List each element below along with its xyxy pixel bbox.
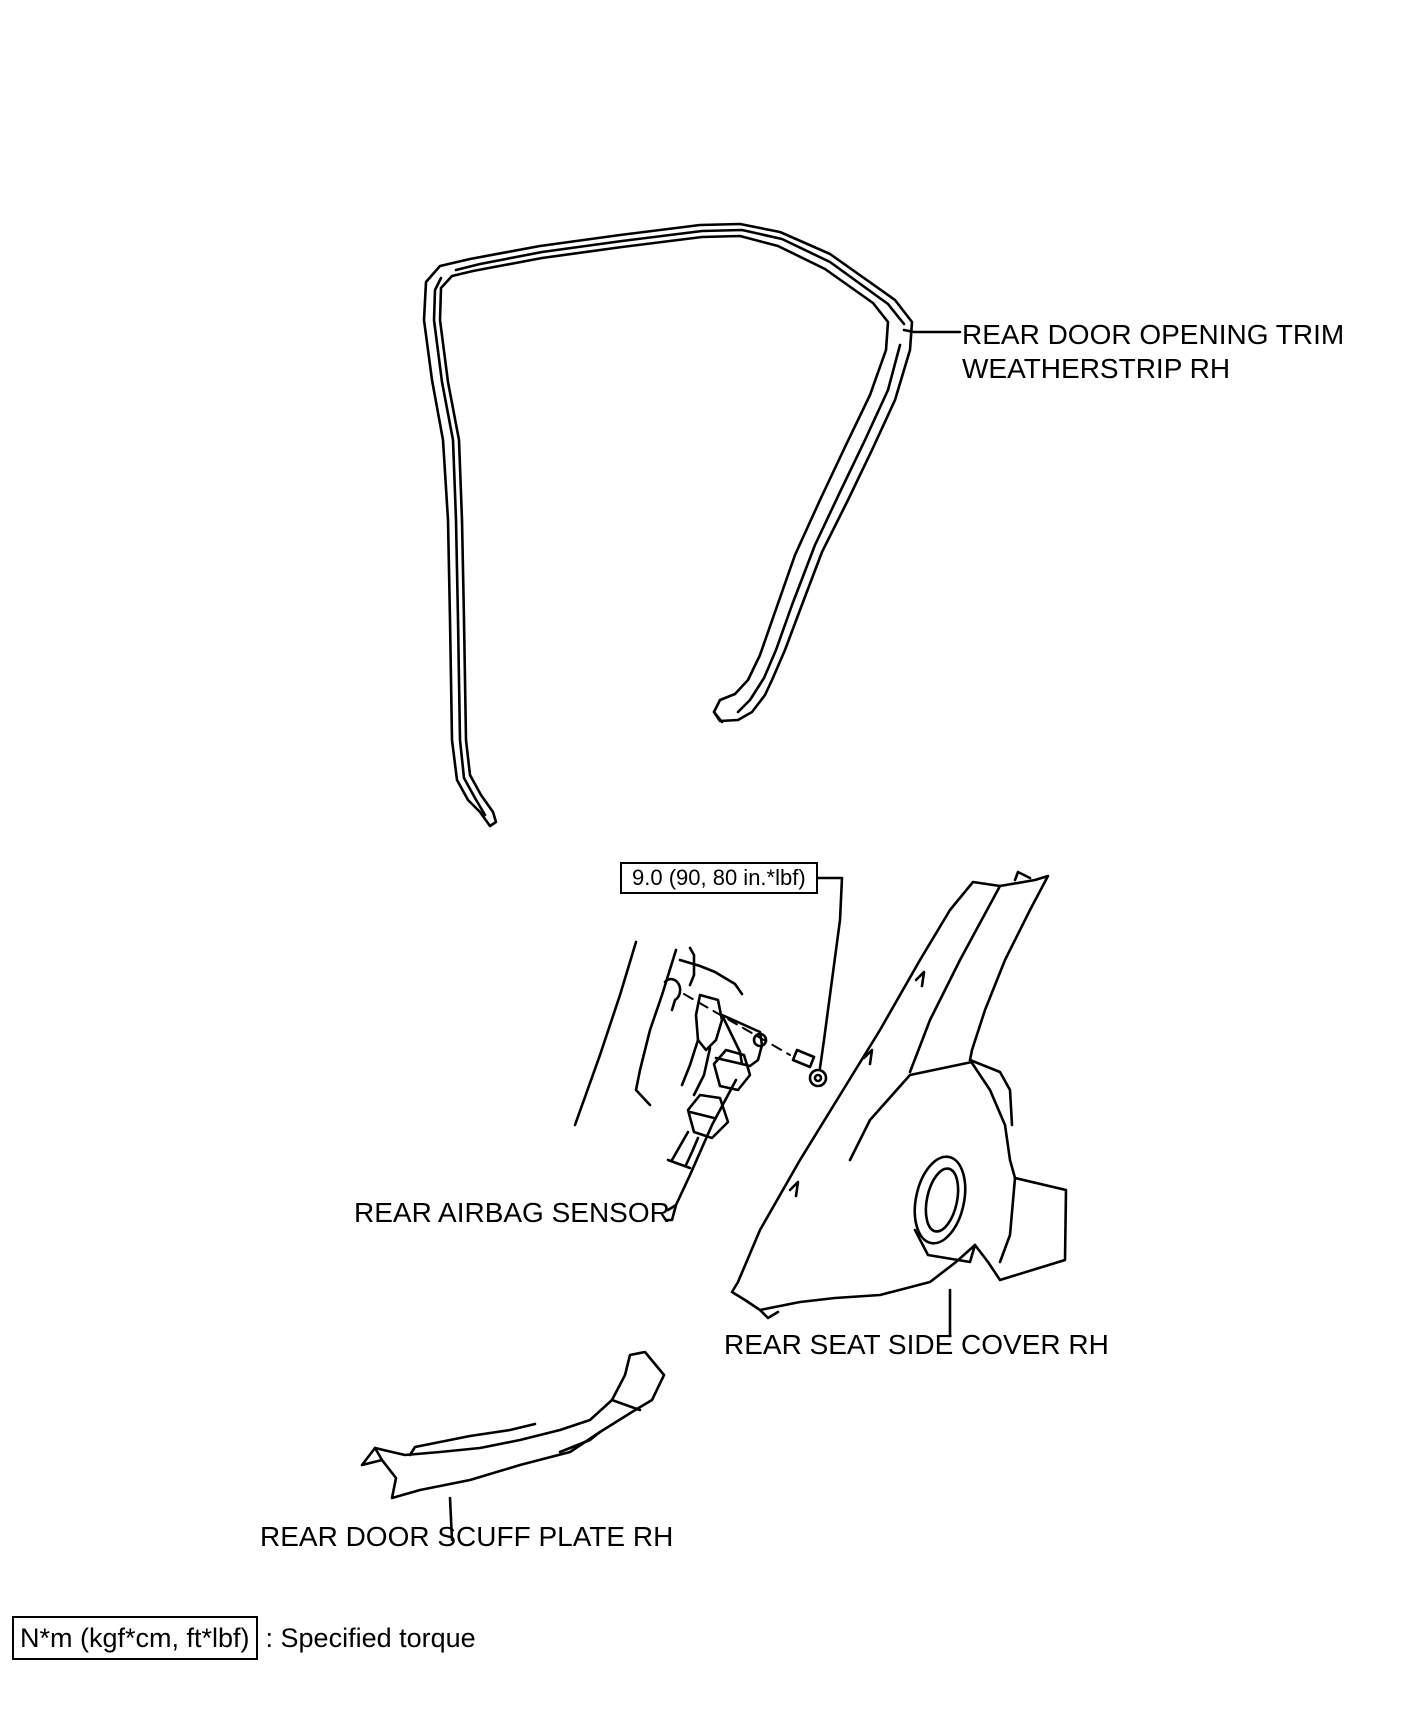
weatherstrip-leader-line	[902, 328, 962, 334]
torque-spec-box: 9.0 (90, 80 in.*lbf)	[620, 862, 818, 894]
airbag-sensor-part	[573, 940, 828, 1212]
seat-side-cover-label: REAR SEAT SIDE COVER RH	[724, 1329, 1109, 1360]
scuff-plate-label: REAR DOOR SCUFF PLATE RH	[260, 1521, 674, 1552]
legend-unit-box: N*m (kgf*cm, ft*lbf)	[12, 1616, 258, 1660]
airbag-sensor-label: REAR AIRBAG SENSOR	[354, 1197, 670, 1228]
weatherstrip-part	[422, 222, 914, 828]
weatherstrip-label-line2: WEATHERSTRIP RH	[962, 353, 1231, 384]
scuff-plate-part	[360, 1350, 666, 1542]
airbag-sensor-leader-line	[664, 1203, 678, 1222]
legend-description: : Specified torque	[265, 1622, 476, 1653]
seat-side-cover-part	[730, 870, 1068, 1338]
torque-leader-line	[804, 876, 844, 1070]
weatherstrip-label-line1: REAR DOOR OPENING TRIM	[962, 319, 1345, 350]
torque-legend: N*m (kgf*cm, ft*lbf) : Specified torque	[12, 1616, 476, 1660]
